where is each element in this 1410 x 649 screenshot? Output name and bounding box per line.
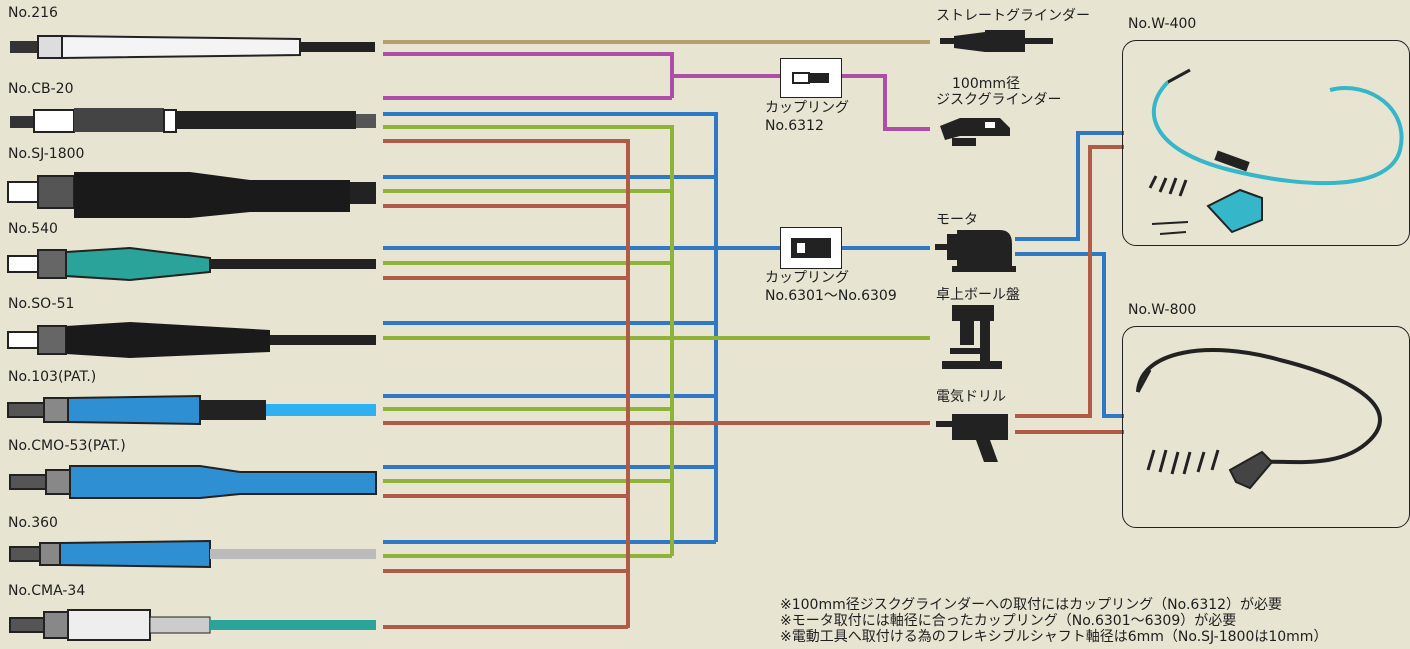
tool-label-216: No.216 — [8, 5, 58, 21]
electric-drill-icon — [936, 414, 1008, 462]
motor-label: モータ — [936, 212, 978, 228]
tool-label-cmo53: No.CMO-53(PAT.) — [8, 438, 126, 454]
tool-540-illustration — [7, 246, 376, 282]
tool-label-cma34: No.CMA-34 — [8, 583, 86, 599]
drill-press-label: 卓上ボール盤 — [936, 287, 1020, 303]
coupling-6312-box — [780, 58, 842, 98]
connection-line-green — [383, 125, 930, 558]
tool-103-illustration — [7, 394, 376, 426]
tool-360-illustration — [9, 539, 376, 569]
drill-press-icon — [942, 305, 1002, 369]
coupling-6301-label: カップリング — [765, 270, 849, 286]
set-w800-label: No.W-800 — [1128, 302, 1197, 318]
tool-label-103: No.103(PAT.) — [8, 369, 97, 385]
connection-line-brown-sets — [1015, 145, 1124, 434]
set-w400-panel — [1122, 40, 1410, 246]
tool-cma34-illustration — [9, 609, 376, 641]
set-w400-contents — [1148, 68, 1404, 235]
coupling-icon — [792, 72, 829, 84]
coupling-6301-model: No.6301～No.6309 — [765, 288, 897, 304]
note-motor: ※モータ取付には軸径に合ったカップリング（No.6301～6309）が必要 — [780, 613, 1237, 629]
tool-sj1800-illustration — [7, 172, 376, 218]
set-w800-contents — [1136, 348, 1382, 490]
straight-grinder-label: ストレートグラインダー — [936, 8, 1090, 24]
note-shaft-diameter: ※電動工具へ取付ける為のフレキシブルシャフト軸径は6mm（No.SJ-1800は… — [780, 629, 1328, 645]
coupling-6301-box — [780, 227, 842, 269]
tool-cb20-illustration — [10, 108, 376, 133]
tool-216-illustration — [10, 34, 375, 60]
set-w400-label: No.W-400 — [1128, 16, 1197, 32]
note-disc-grinder: ※100mm径ジスクグラインダーへの取付にはカップリング（No.6312）が必要 — [780, 597, 1283, 613]
tool-label-cb20: No.CB-20 — [8, 81, 74, 97]
set-w800-panel — [1122, 326, 1410, 528]
tool-label-so51: No.SO-51 — [8, 296, 75, 312]
tool-label-360: No.360 — [8, 515, 58, 531]
tool-label-540: No.540 — [8, 221, 58, 237]
coupling-6312-model: No.6312 — [765, 118, 824, 134]
connection-line-blue-sets — [1015, 131, 1124, 418]
disc-grinder-label-2: ジスクグラインダー — [936, 92, 1062, 108]
connection-line-blue — [383, 112, 930, 544]
tool-so51-illustration — [7, 322, 376, 358]
connection-line-brown — [383, 139, 930, 629]
connection-line-purple — [383, 52, 930, 131]
tool-cmo53-illustration — [9, 465, 377, 499]
coupling-icon — [791, 238, 831, 258]
disc-grinder-icon — [940, 118, 1010, 146]
motor-icon — [935, 230, 1016, 272]
coupling-6312-label: カップリング — [765, 100, 849, 116]
electric-drill-label: 電気ドリル — [936, 389, 1006, 405]
straight-grinder-icon — [940, 30, 1053, 52]
tool-label-sj1800: No.SJ-1800 — [8, 146, 85, 162]
disc-grinder-label-1: 100mm径 — [952, 76, 1020, 92]
